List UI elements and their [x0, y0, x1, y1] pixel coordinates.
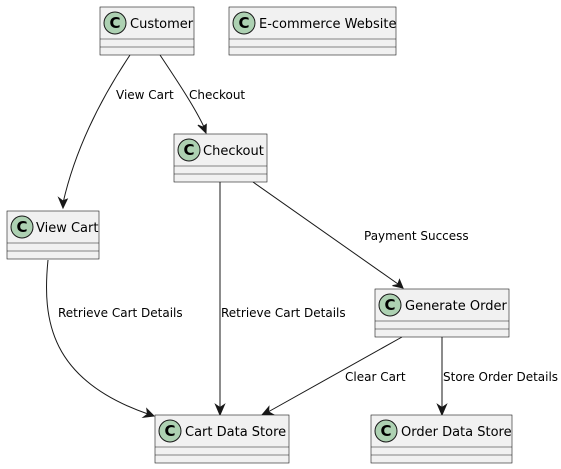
arrowhead-icon — [214, 403, 226, 417]
class-name: View Cart — [36, 221, 98, 236]
edge-label: Clear Cart — [345, 370, 406, 384]
class-name: E-commerce Website — [259, 17, 397, 32]
class-c-letter: C — [380, 422, 391, 440]
class-c-letter: C — [183, 141, 194, 159]
class-checkout[interactable]: C Checkout — [173, 133, 268, 183]
edge-line — [252, 181, 399, 285]
edge-label: Checkout — [189, 88, 245, 102]
class-c-letter: C — [384, 296, 395, 314]
edge-line — [46, 259, 149, 415]
edge-checkout-generate-order: Payment Success — [252, 181, 469, 289]
edge-label: Retrieve Cart Details — [58, 306, 183, 320]
class-name: Cart Data Store — [185, 425, 286, 440]
edges: View Cart Checkout Payment Success Retri… — [46, 54, 558, 419]
edge-view-cart-cart-data-store: Retrieve Cart Details — [46, 259, 183, 419]
edge-line — [267, 336, 403, 413]
edge-customer-checkout: Checkout — [159, 54, 245, 135]
class-c-letter: C — [238, 14, 249, 32]
class-customer[interactable]: C Customer — [99, 6, 195, 56]
edge-checkout-cart-data-store: Retrieve Cart Details — [214, 182, 346, 417]
class-c-letter: C — [164, 422, 175, 440]
edge-label: Payment Success — [364, 229, 469, 243]
class-c-icon — [232, 11, 256, 35]
nodes: C Customer C E-commerce Website C Checko… — [6, 6, 513, 464]
class-order-data-store[interactable]: C Order Data Store — [370, 414, 513, 464]
edge-generate-order-cart-data-store: Clear Cart — [260, 336, 406, 416]
class-c-icon — [374, 419, 398, 443]
edge-line — [62, 54, 131, 204]
class-name: Generate Order — [405, 299, 507, 314]
edge-line — [159, 54, 205, 128]
class-c-icon — [378, 293, 402, 317]
class-name: Checkout — [203, 144, 264, 159]
class-c-letter: C — [16, 218, 27, 236]
class-c-icon — [10, 215, 34, 239]
arrowhead-icon — [260, 405, 276, 416]
arrowhead-icon — [392, 278, 404, 289]
class-c-icon — [103, 11, 127, 35]
class-c-letter: C — [109, 14, 120, 32]
class-name: Customer — [130, 17, 194, 32]
edge-label: Retrieve Cart Details — [221, 306, 346, 320]
class-cart-data-store[interactable]: C Cart Data Store — [154, 414, 290, 464]
class-c-icon — [158, 419, 182, 443]
arrowhead-icon — [141, 407, 156, 419]
class-ecommerce-website[interactable]: C E-commerce Website — [228, 6, 397, 56]
class-c-icon — [177, 138, 201, 162]
class-name: Order Data Store — [401, 425, 512, 440]
arrowhead-icon — [57, 196, 69, 210]
edge-label: Store Order Details — [443, 370, 558, 384]
edge-customer-view-cart: View Cart — [57, 54, 174, 210]
arrowhead-icon — [436, 403, 448, 417]
class-view-cart[interactable]: C View Cart — [6, 210, 100, 260]
class-generate-order[interactable]: C Generate Order — [374, 288, 510, 338]
edge-generate-order-order-data-store: Store Order Details — [436, 337, 558, 417]
edge-label: View Cart — [116, 88, 174, 102]
arrowhead-icon — [197, 123, 207, 135]
